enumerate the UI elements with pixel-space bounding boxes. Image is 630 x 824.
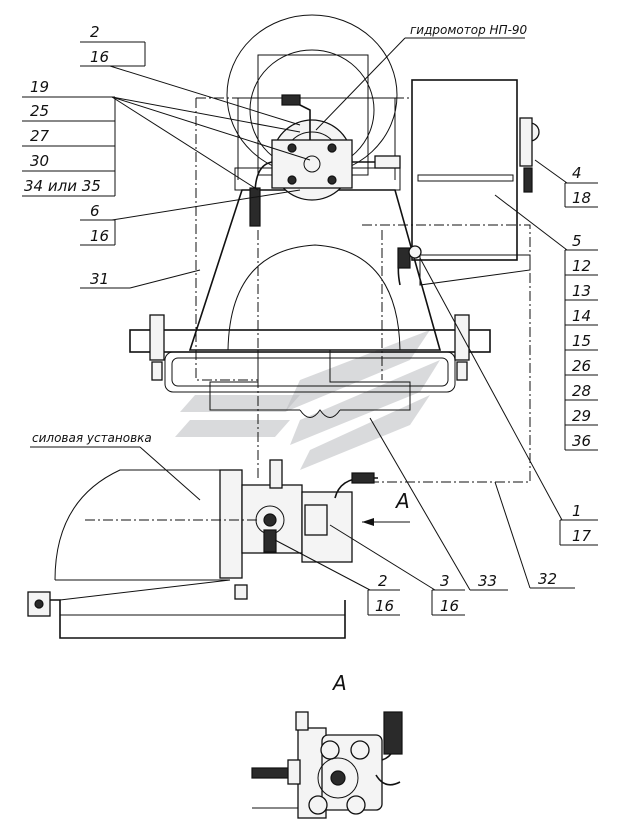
callout-16-mid: 16: [90, 227, 109, 245]
view-arrow-label: A: [394, 489, 410, 513]
callout-16-bottom: 16: [375, 597, 394, 615]
callout-12: 12: [572, 257, 591, 275]
leader-lines: [22, 37, 598, 616]
callout-32: 32: [538, 570, 557, 588]
callout-19: 19: [30, 78, 49, 96]
frame-outline: [195, 97, 531, 483]
power-unit-frame: [27, 469, 346, 639]
stepped-block: [209, 350, 411, 418]
view-a-detail: [251, 711, 403, 819]
view-arrow: [362, 518, 410, 526]
callout-2-top: 2: [90, 23, 100, 41]
callout-27: 27: [30, 127, 50, 145]
callout-13: 13: [572, 282, 591, 300]
callout-1: 1: [572, 502, 582, 520]
callout-36: 36: [572, 432, 591, 450]
callout-6: 6: [90, 202, 100, 220]
callout-25: 25: [30, 102, 49, 120]
callout-5: 5: [572, 232, 582, 250]
callout-18: 18: [572, 189, 591, 207]
callout-15: 15: [572, 332, 591, 350]
callout-31: 31: [90, 270, 109, 288]
callout-2-bottom: 2: [378, 572, 388, 590]
watermark-logo: [175, 330, 440, 470]
callout-28: 28: [572, 382, 591, 400]
callout-34-35: 34 или 35: [24, 177, 101, 195]
hose-right: [397, 245, 422, 286]
callout-17: 17: [572, 527, 592, 545]
callout-33: 33: [478, 572, 497, 590]
callout-30: 30: [30, 152, 49, 170]
callout-16-bottom-right: 16: [440, 597, 459, 615]
callout-3: 3: [440, 572, 450, 590]
hydraulic-tank: [411, 79, 540, 286]
callout-16-top: 16: [90, 48, 109, 66]
view-label: A: [331, 671, 347, 695]
callout-4: 4: [572, 164, 582, 182]
callout-26: 26: [572, 357, 591, 375]
pump-assembly: [219, 459, 378, 579]
callout-14: 14: [572, 307, 591, 325]
hydromotor-title: гидромотор НП-90: [410, 23, 528, 37]
cross-beam: [129, 314, 491, 393]
hydromotor-top: [249, 94, 401, 227]
callout-29: 29: [572, 407, 591, 425]
power-unit-label: силовая установка: [32, 431, 152, 445]
